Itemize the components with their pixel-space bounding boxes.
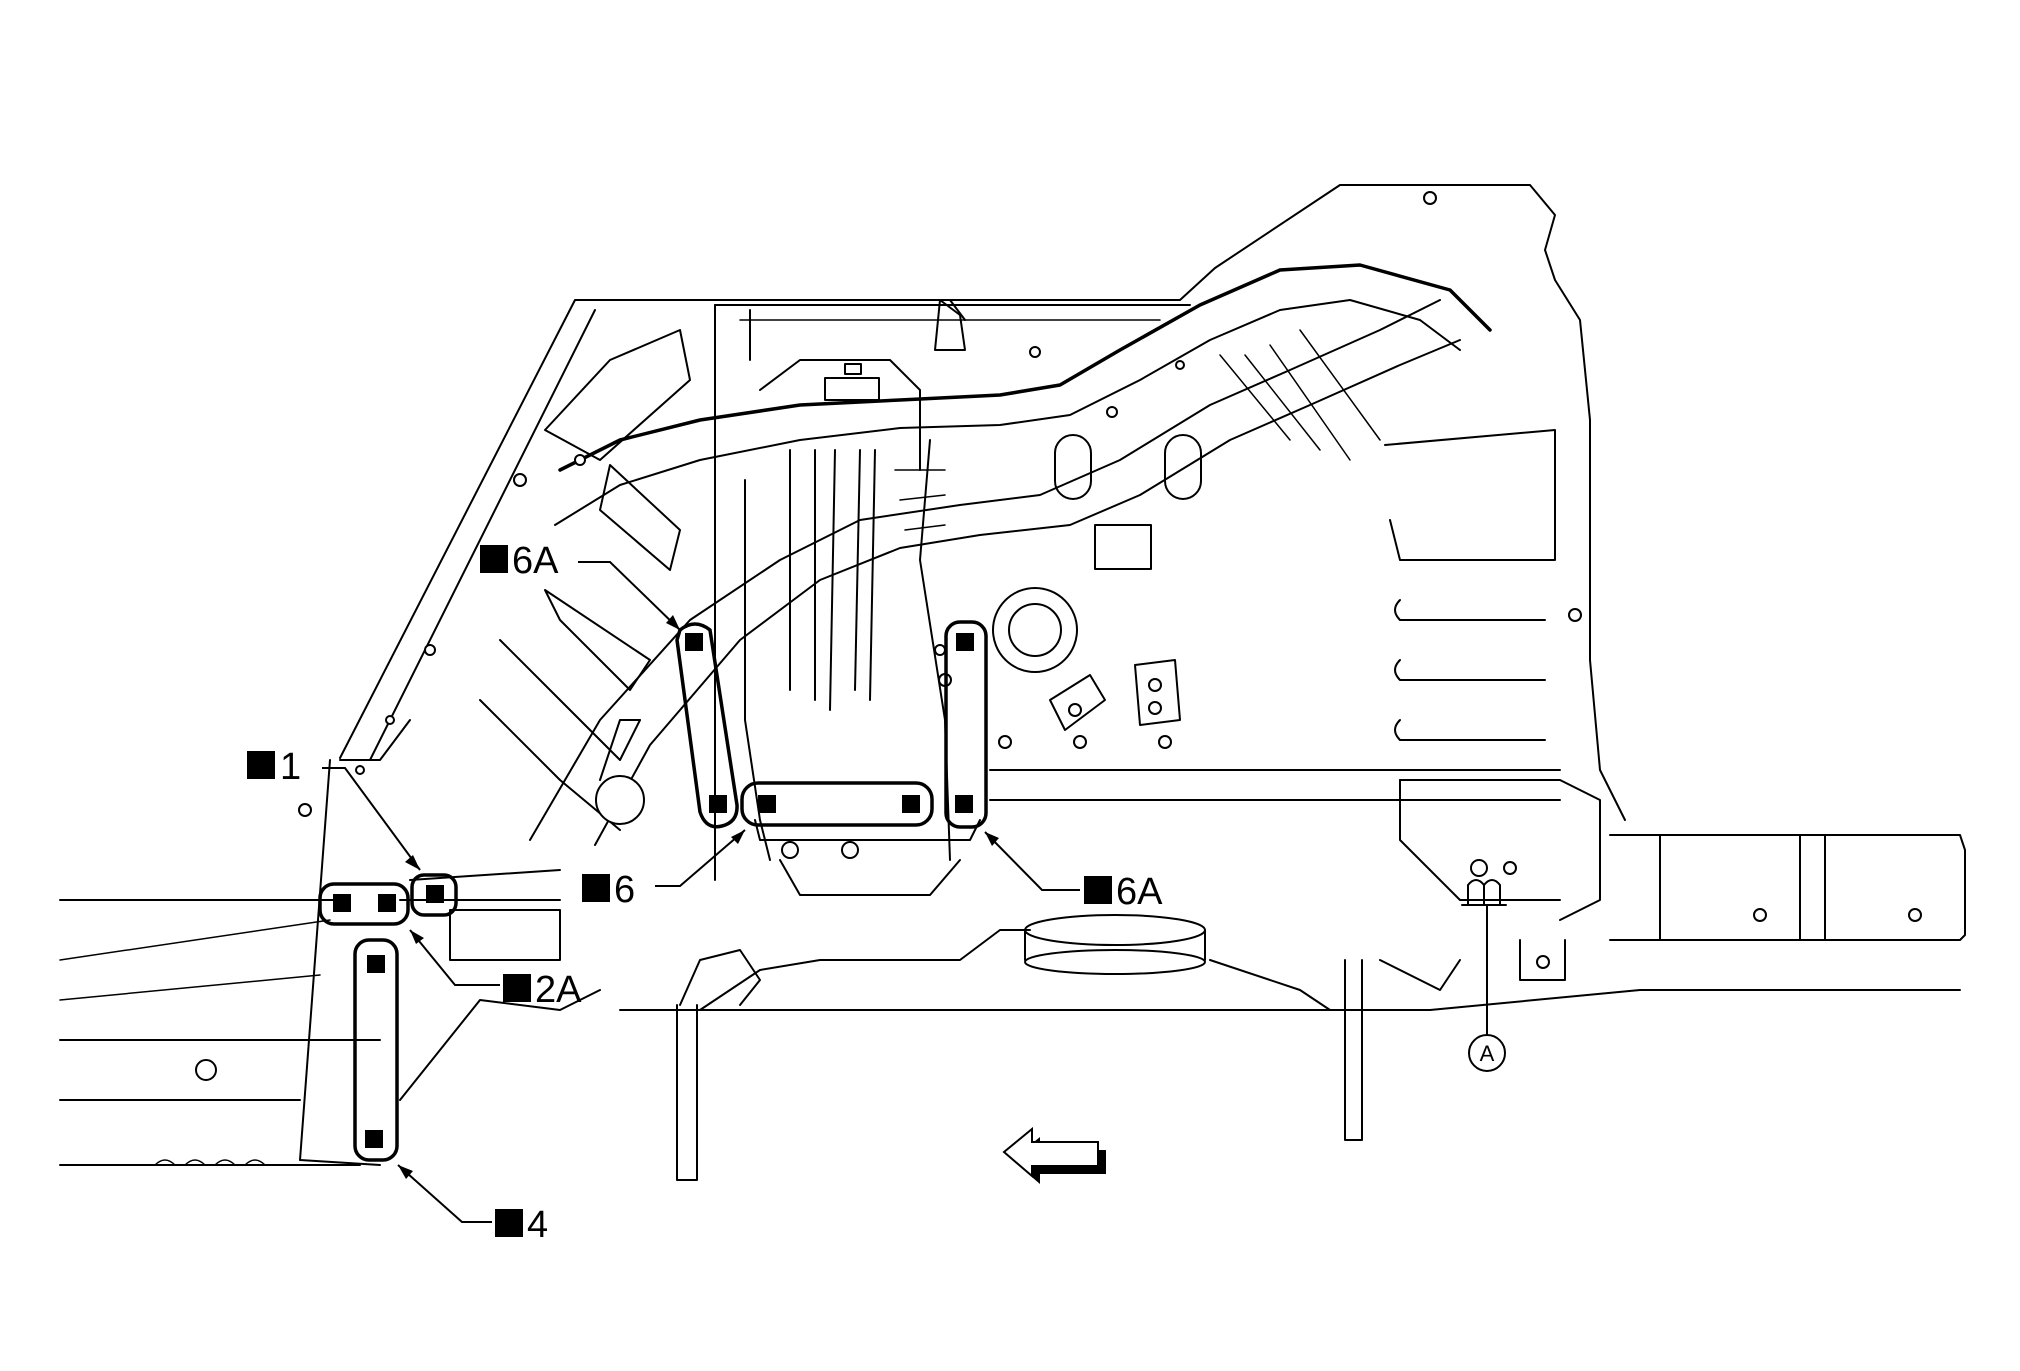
weld-symbol-icon: [495, 1209, 523, 1237]
weld-spots: [333, 633, 974, 1148]
arrow-left-icon: [1002, 1126, 1106, 1184]
callout-weld-2a: 2A: [503, 969, 582, 1011]
weld-spot: [758, 795, 776, 813]
weld-zones: [318, 620, 988, 1162]
weld-zone-4: [353, 938, 399, 1162]
weld-spot: [365, 1130, 383, 1148]
weld-symbol-icon: [1084, 876, 1112, 904]
callout-4-label: 4: [527, 1204, 548, 1246]
callout-6-label: 6: [614, 869, 635, 911]
weld-symbol-icon: [503, 974, 531, 1002]
leader-lines: [322, 561, 1488, 1223]
callout-6a-upper-label: 6A: [512, 540, 559, 582]
weld-spot: [333, 894, 351, 912]
callout-weld-1: 1: [247, 746, 301, 788]
weld-spot: [367, 955, 385, 973]
callout-weld-4: 4: [495, 1204, 548, 1246]
callout-weld-6a-lower: 6A: [1084, 871, 1163, 913]
weld-symbol-icon: [247, 751, 275, 779]
weld-zone-6a-right: [944, 620, 988, 829]
weld-spot: [956, 633, 974, 651]
weld-spot: [685, 633, 703, 651]
weld-spot: [426, 885, 444, 903]
weld-symbol-icon: [582, 874, 610, 902]
weld-zone-6a-left: [675, 622, 739, 829]
weld-spot: [955, 795, 973, 813]
callout-1-label: 1: [280, 746, 301, 788]
weld-spot: [378, 894, 396, 912]
reference-marker-label: A: [1480, 1041, 1495, 1066]
weld-zone-6: [740, 781, 934, 827]
weld-symbol-icon: [480, 545, 508, 573]
reference-marker-a: A: [1468, 1034, 1506, 1072]
callout-labels: 1 2A 4 6A 6 6A: [247, 540, 1163, 1246]
panel-linework: [59, 184, 1966, 1181]
weld-zone-2a: [318, 882, 410, 926]
callout-weld-6: 6: [582, 869, 635, 911]
reference-circle: [1468, 1034, 1506, 1072]
callout-weld-6a-upper: 6A: [480, 540, 559, 582]
weld-zone-1: [410, 873, 458, 917]
callout-6a-lower-label: 6A: [1116, 871, 1163, 913]
weld-spot: [709, 795, 727, 813]
callout-2a-label: 2A: [535, 969, 582, 1011]
weld-spot: [902, 795, 920, 813]
